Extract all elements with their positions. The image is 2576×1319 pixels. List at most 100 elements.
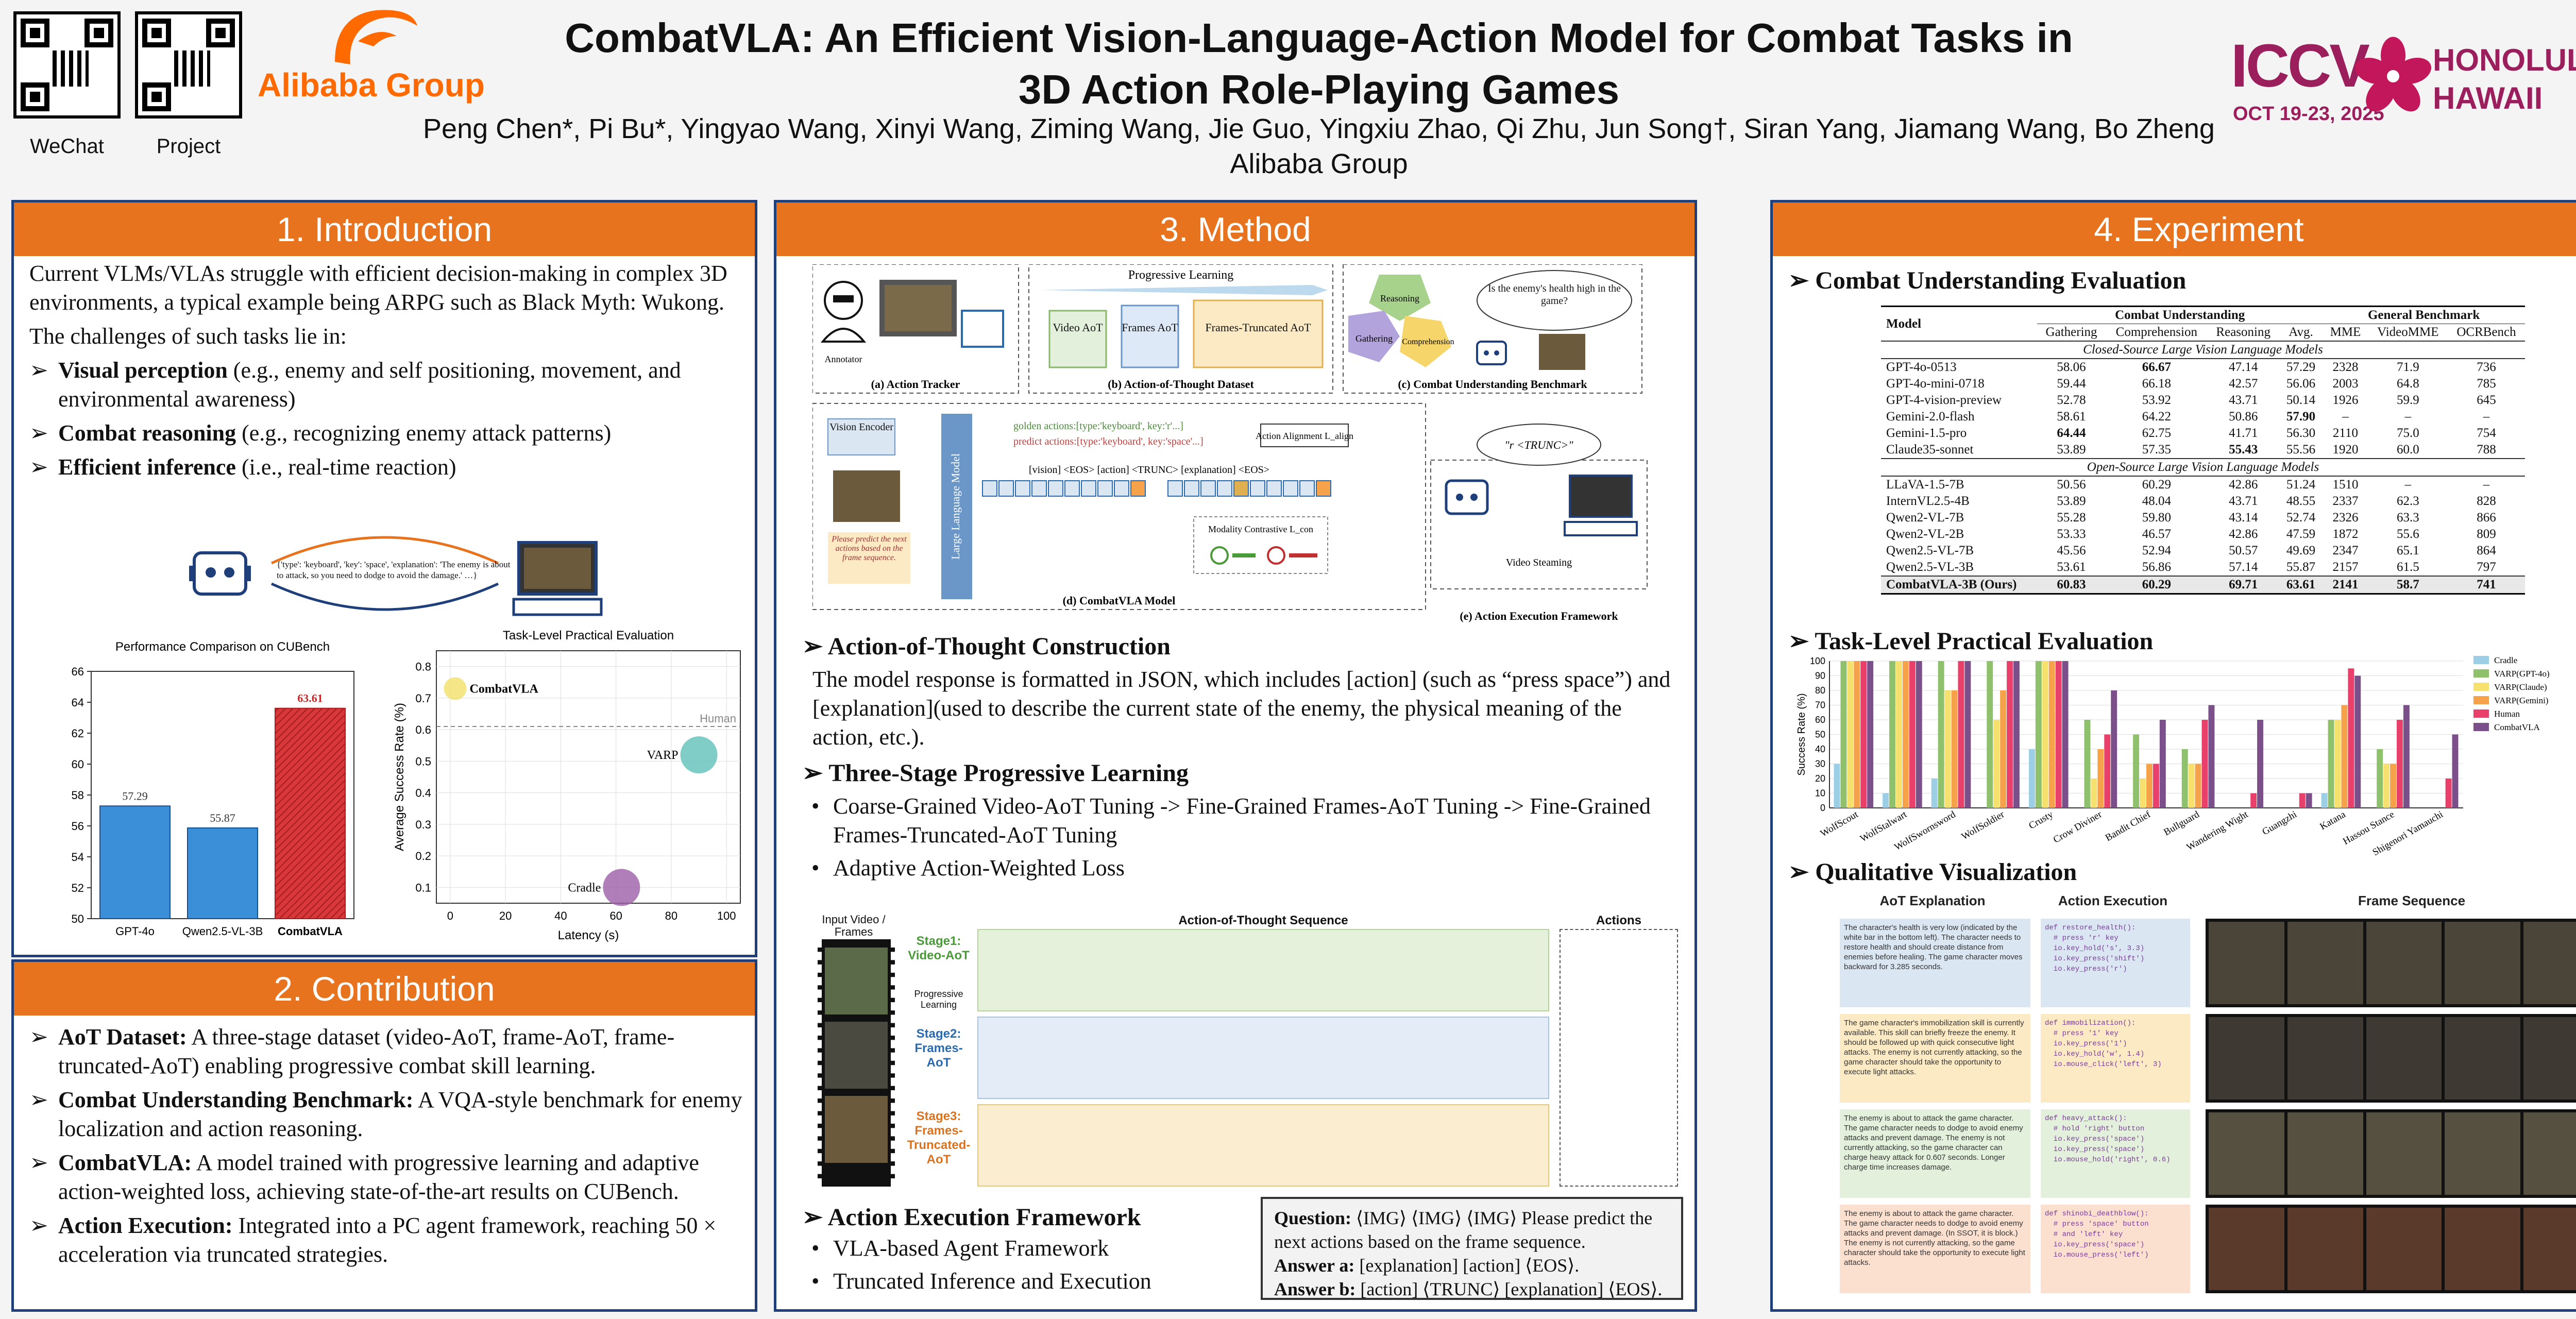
- actions-title: Actions: [1596, 914, 1641, 927]
- table-cell: GPT-4-vision-preview: [1886, 393, 2002, 407]
- alibaba-logo-icon: [335, 10, 417, 64]
- game-thumbnail: [1539, 334, 1585, 370]
- contribution-panel: 2. Contribution AoT Dataset: A three-sta…: [11, 959, 757, 1312]
- table-cell: LLaVA-1.5-7B: [1886, 478, 1964, 492]
- bar: [2035, 661, 2042, 808]
- legend-swatch: [2473, 723, 2489, 731]
- table-cell: CombatVLA-3B (Ours): [1881, 576, 2038, 595]
- table-cell: Qwen2.5-VL-3B: [1886, 560, 1974, 574]
- bar-value-label: 63.61: [297, 692, 323, 705]
- table-column-header: VideoMME: [2377, 325, 2439, 339]
- video-aot-box: Video AoT: [1053, 321, 1103, 334]
- bar: [1993, 720, 2000, 808]
- y-tick-label: 0.1: [415, 881, 431, 894]
- table-cell: 55.43: [2229, 443, 2258, 456]
- bar: [2097, 749, 2104, 808]
- table-cell: 53.89: [2057, 443, 2086, 456]
- qual-row: The game character's immobilization skil…: [1840, 1014, 2576, 1103]
- stage3-row: [977, 1104, 1549, 1187]
- progressive-learning-item: Coarse-Grained Video-AoT Tuning -> Fine-…: [807, 792, 1683, 850]
- bar: [2181, 749, 2188, 808]
- intro-speech-bubble: {'type': 'keyboard', 'key': 'space', 'ex…: [277, 560, 511, 580]
- hibiscus-icon: [2354, 37, 2432, 112]
- trunc-bubble: "r <TRUNC>": [1504, 438, 1573, 451]
- table-cell: 56.86: [2142, 560, 2171, 574]
- bar: [2042, 661, 2048, 808]
- y-tick-label: 60: [1815, 715, 1825, 725]
- table-cell: 809: [2477, 527, 2496, 541]
- table-cell: 1926: [2332, 393, 2359, 407]
- actions-column: [1560, 929, 1678, 1187]
- alibaba-logo-text: Alibaba Group: [258, 66, 485, 104]
- table-cell: 58.7: [2368, 576, 2448, 595]
- question-bubble: Is the enemy's health high in the game?: [1488, 283, 1621, 307]
- plot-frame: [436, 650, 741, 904]
- y-tick-label: 62: [72, 727, 84, 740]
- table-cell: –: [2483, 478, 2490, 492]
- table-cell: GPT-4o-mini-0718: [1886, 377, 1985, 391]
- table-cell: 59.44: [2057, 377, 2086, 391]
- table-cell: Qwen2-VL-7B: [1886, 511, 1964, 525]
- combat-understanding-title: Combat Understanding Evaluation: [1788, 265, 2186, 296]
- table-header: General Benchmark: [2323, 306, 2525, 324]
- table-cell: 788: [2477, 443, 2496, 456]
- y-tick-label: 0.5: [415, 755, 431, 768]
- table-column-header: OCRBench: [2456, 325, 2516, 339]
- x-tick-label: Bullguard: [2162, 809, 2201, 838]
- bar: [2390, 764, 2397, 808]
- method-heading: 3. Method: [776, 202, 1694, 256]
- frames-truncated-aot-box: Frames-Truncated AoT: [1205, 321, 1311, 334]
- action-alignment-loss: Action Alignment L_align: [1256, 431, 1353, 441]
- bar: [1847, 661, 1854, 808]
- table-cell: 1510: [2332, 478, 2359, 492]
- table-cell: 62.3: [2396, 494, 2419, 508]
- bar: [2159, 720, 2166, 808]
- llm-box: Large Language Model: [949, 453, 962, 560]
- bar: [2341, 705, 2348, 808]
- table-cell: 53.89: [2057, 494, 2086, 508]
- affiliation: Alibaba Group: [1230, 148, 1408, 179]
- wechat-qr-code[interactable]: [13, 11, 121, 119]
- intro-agent-illustration: {'type': 'keyboard', 'key': 'space', 'ex…: [189, 536, 603, 616]
- table-cell: 57.29: [2286, 360, 2316, 374]
- table-cell: 55.6: [2396, 527, 2419, 541]
- qual-frames: [2206, 1014, 2576, 1103]
- table-cell: 1872: [2332, 527, 2359, 541]
- y-tick-label: 80: [1815, 685, 1825, 696]
- qual-col-frames: Frame Sequence: [2358, 893, 2466, 908]
- bar: [1987, 661, 1993, 808]
- table-section-row: Closed-Source Large Vision Language Mode…: [1881, 341, 2525, 359]
- table-cell: 52.74: [2286, 511, 2316, 525]
- scatter-point: [603, 869, 640, 906]
- legend-label: Cradle: [2494, 655, 2517, 665]
- y-tick-label: 10: [1815, 788, 1825, 799]
- table-cell: 52.94: [2142, 544, 2171, 557]
- introduction-heading: 1. Introduction: [14, 202, 755, 256]
- bar: [1958, 661, 1964, 808]
- bar: [2153, 764, 2159, 808]
- project-qr-code[interactable]: [135, 11, 242, 119]
- table-cell: 50.14: [2286, 393, 2316, 407]
- robot-icon: [189, 551, 251, 596]
- legend-swatch: [2473, 656, 2489, 664]
- results-table: Model Combat Understanding General Bench…: [1881, 306, 2525, 595]
- x-tick-label: Crusty: [2027, 809, 2055, 832]
- bar: [2055, 661, 2062, 808]
- table-cell: 55.87: [2286, 560, 2316, 574]
- y-tick-label: 0.6: [415, 723, 431, 736]
- computer-icon: [512, 541, 603, 616]
- bar: [2383, 764, 2390, 808]
- table-header: Model: [1886, 316, 1922, 331]
- x-tick-label: Bandit Chief: [2104, 809, 2153, 843]
- legend-swatch: [2473, 669, 2489, 678]
- progressive-learning-title: Three-Stage Progressive Learning: [802, 758, 1189, 789]
- y-tick-label: 0.2: [415, 850, 431, 863]
- bar: [275, 707, 346, 919]
- qual-explanation: The character's health is very low (indi…: [1840, 919, 2030, 1007]
- table-cell: 48.04: [2142, 494, 2171, 508]
